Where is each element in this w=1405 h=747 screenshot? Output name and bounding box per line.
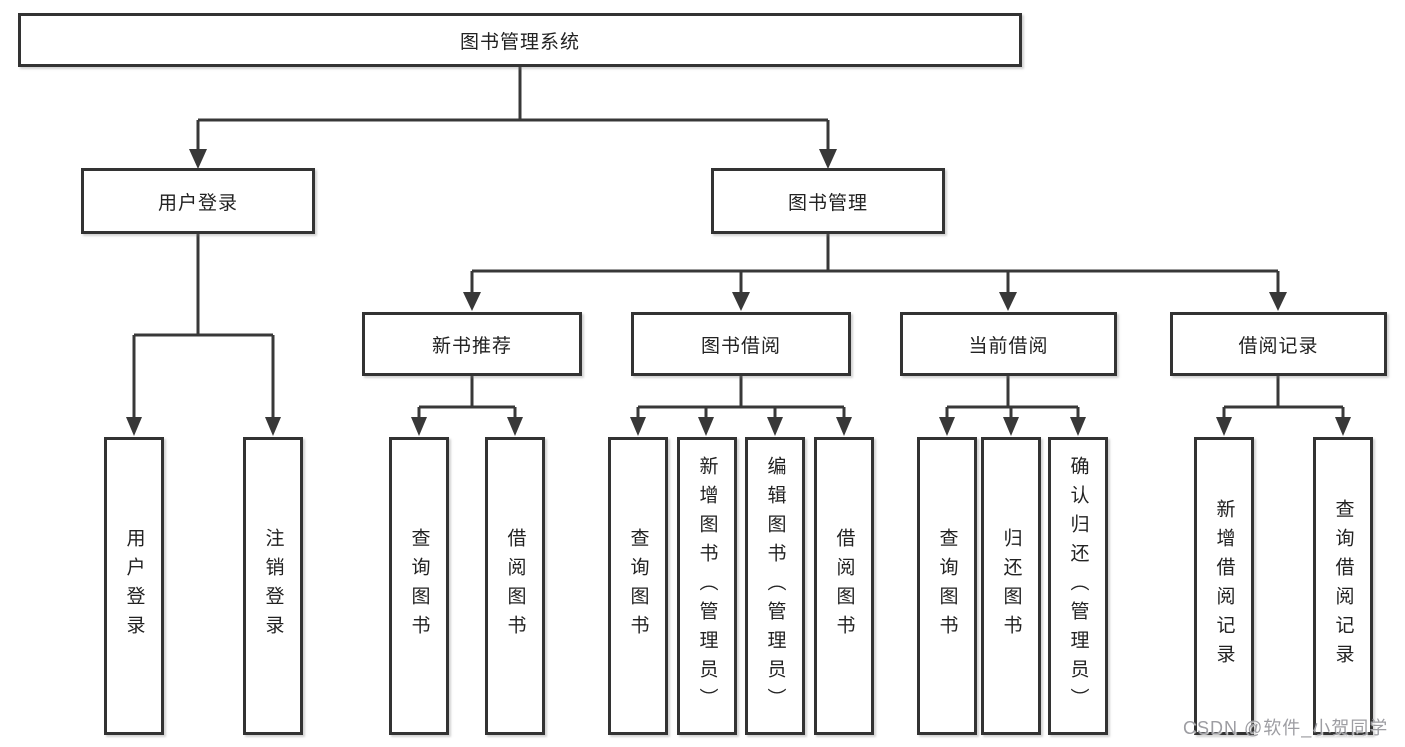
node-new-book-recommend: 新书推荐 <box>362 312 582 376</box>
leaf-query-books-current: 查询图书 <box>917 437 977 735</box>
node-user-login: 用户登录 <box>81 168 315 234</box>
leaf-user-login: 用户登录 <box>104 437 164 735</box>
node-library-management-system: 图书管理系统 <box>18 13 1022 67</box>
connector-book-borrow-branch <box>636 376 846 418</box>
connector-book-management-branch <box>470 234 1280 293</box>
connector-user-login-branch <box>132 234 275 418</box>
arrowheads-book-borrow-children <box>630 417 852 436</box>
connector-current-borrow-branch <box>945 376 1080 418</box>
node-book-borrowing: 图书借阅 <box>631 312 851 376</box>
node-current-borrowing: 当前借阅 <box>900 312 1117 376</box>
leaf-logout: 注销登录 <box>243 437 303 735</box>
node-borrowing-records: 借阅记录 <box>1170 312 1387 376</box>
leaf-return-books: 归还图书 <box>981 437 1041 735</box>
leaf-query-borrow-record: 查询借阅记录 <box>1313 437 1373 735</box>
leaf-query-books-recommend: 查询图书 <box>389 437 449 735</box>
leaf-query-books-borrowing: 查询图书 <box>608 437 668 735</box>
arrowheads-level3 <box>463 292 1287 311</box>
leaf-borrow-books-recommend: 借阅图书 <box>485 437 545 735</box>
connector-root-to-level2 <box>196 66 830 150</box>
csdn-watermark: CSDN @软件_小贺同学 <box>1183 718 1389 738</box>
leaf-confirm-return-admin: 确认归还（管理员） <box>1048 437 1108 735</box>
connector-borrow-record-branch <box>1222 376 1345 418</box>
leaf-add-borrow-record: 新增借阅记录 <box>1194 437 1254 735</box>
leaf-borrow-books: 借阅图书 <box>814 437 874 735</box>
connector-new-book-branch <box>417 376 517 418</box>
arrowheads-user-login-children <box>126 417 281 436</box>
arrowheads-level2 <box>189 149 837 169</box>
arrowheads-new-book-children <box>411 417 523 436</box>
arrowheads-current-borrow-children <box>939 417 1086 436</box>
leaf-add-books-admin: 新增图书（管理员） <box>677 437 737 735</box>
leaf-edit-books-admin: 编辑图书（管理员） <box>745 437 805 735</box>
node-book-management: 图书管理 <box>711 168 945 234</box>
arrowheads-borrow-record-children <box>1216 417 1351 436</box>
